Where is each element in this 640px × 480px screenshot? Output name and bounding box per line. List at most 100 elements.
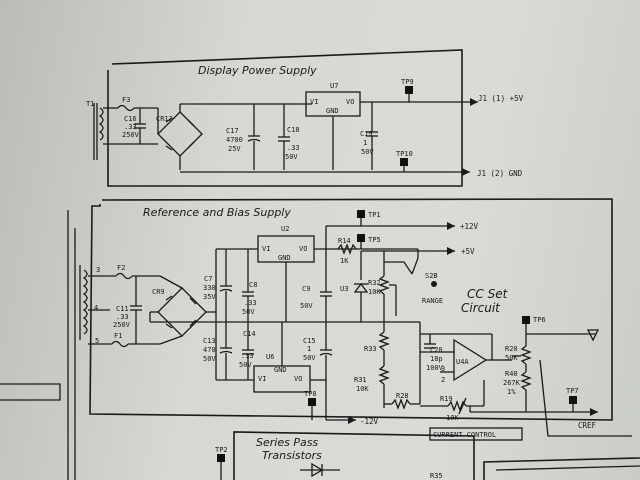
svg-text:470: 470 xyxy=(203,346,216,354)
svg-text:1K: 1K xyxy=(340,257,349,265)
c11-label: C11 xyxy=(116,305,129,313)
c18-label: C18 xyxy=(287,126,300,134)
svg-text:GND: GND xyxy=(274,366,287,374)
svg-text:VI: VI xyxy=(310,98,318,106)
ref-bias-title: Reference and Bias Supply xyxy=(143,206,291,219)
svg-text:1%: 1% xyxy=(507,388,516,396)
test-point-tp9 xyxy=(405,86,413,94)
display-supply-title: Display Power Supply xyxy=(198,64,317,77)
right-lower-border xyxy=(483,457,640,480)
svg-text:100V: 100V xyxy=(426,364,444,372)
c16-label: C16 xyxy=(124,115,137,123)
svg-text:50V: 50V xyxy=(361,148,374,156)
svg-text:TP6: TP6 xyxy=(533,316,546,324)
svg-text:.33: .33 xyxy=(241,352,254,360)
svg-text:5: 5 xyxy=(95,337,99,345)
svg-text:R19: R19 xyxy=(440,395,453,403)
svg-text:50V: 50V xyxy=(303,354,316,362)
j1-pin2-label: J1 (2) GND xyxy=(477,169,523,178)
svg-text:VO: VO xyxy=(294,375,302,383)
diode-series-pass xyxy=(311,462,324,478)
fuse-f1 xyxy=(111,340,129,348)
svg-text:C8: C8 xyxy=(249,281,257,289)
svg-text:10K: 10K xyxy=(368,288,381,296)
fuse-f2 xyxy=(115,272,133,280)
potentiometer-r19 xyxy=(447,400,467,412)
svg-text:GND: GND xyxy=(326,107,339,115)
cc-set-title: CC Set xyxy=(467,287,509,301)
svg-text:VO: VO xyxy=(299,245,307,253)
svg-text:250V: 250V xyxy=(122,131,140,139)
svg-text:C15: C15 xyxy=(303,337,316,345)
svg-text:U3: U3 xyxy=(340,285,348,293)
bridge-rectifier-cr9 xyxy=(157,287,207,337)
ground-symbol-right xyxy=(586,329,600,342)
series-pass-block: Series Pass Transistors TP2 R35 xyxy=(215,431,640,480)
svg-text:C14: C14 xyxy=(243,330,256,338)
svg-text:TP5: TP5 xyxy=(368,236,381,244)
series-pass-title-line1: Series Pass xyxy=(256,436,318,449)
svg-text:U2: U2 xyxy=(281,225,289,233)
resistor-r14 xyxy=(337,243,357,255)
svg-text:R32: R32 xyxy=(368,279,381,287)
svg-text:VO: VO xyxy=(346,98,354,106)
c17-label: C17 xyxy=(226,127,239,135)
svg-text:TP8: TP8 xyxy=(304,390,317,398)
j1-pin1-label: J1 (1) +5V xyxy=(478,94,524,103)
svg-text:1: 1 xyxy=(307,345,311,353)
left-edge-block xyxy=(0,383,61,401)
svg-text:VI: VI xyxy=(262,245,270,253)
f3-label: F3 xyxy=(122,96,130,104)
svg-text:50K: 50K xyxy=(505,354,518,362)
svg-text:CR9: CR9 xyxy=(152,288,165,296)
svg-text:F1: F1 xyxy=(114,332,122,340)
svg-text:VI: VI xyxy=(258,375,266,383)
svg-text:330: 330 xyxy=(203,284,216,292)
svg-text:R20: R20 xyxy=(505,345,518,353)
reference-bias-block: Reference and Bias Supply 3 4 5 F2 F1 C1… xyxy=(79,198,632,441)
svg-text:50V: 50V xyxy=(242,308,255,316)
svg-text:TP1: TP1 xyxy=(368,211,381,219)
test-point-tp5 xyxy=(357,234,365,242)
current-control-label: CURRENT CONTROL xyxy=(433,431,496,439)
svg-text:35V: 35V xyxy=(203,293,216,301)
svg-text:4700: 4700 xyxy=(226,136,243,144)
svg-text:C20: C20 xyxy=(430,346,443,354)
svg-text:R28: R28 xyxy=(396,392,409,400)
series-pass-border xyxy=(233,431,475,480)
svg-text:.33: .33 xyxy=(124,123,137,131)
svg-text:3: 3 xyxy=(441,365,445,373)
potentiometer-r32 xyxy=(378,275,390,295)
svg-text:+12V: +12V xyxy=(460,222,479,231)
svg-text:R35: R35 xyxy=(430,472,443,480)
svg-text:50V: 50V xyxy=(285,153,298,161)
svg-text:267K: 267K xyxy=(503,379,521,387)
svg-text:GND: GND xyxy=(278,254,291,262)
svg-text:+5V: +5V xyxy=(461,247,475,256)
resistor-r31 xyxy=(378,365,390,385)
svg-text:F2: F2 xyxy=(117,264,125,272)
display-supply-border xyxy=(107,49,463,187)
t1-secondary xyxy=(98,107,104,141)
svg-text:C13: C13 xyxy=(203,337,216,345)
svg-text:250V: 250V xyxy=(113,321,131,329)
svg-text:25V: 25V xyxy=(228,145,241,153)
svg-text:TP10: TP10 xyxy=(396,150,413,158)
svg-text:R33: R33 xyxy=(364,345,377,353)
range-switch-s2b xyxy=(431,281,437,287)
svg-text:RANGE: RANGE xyxy=(422,297,443,305)
svg-text:10K: 10K xyxy=(446,414,459,422)
svg-text:1: 1 xyxy=(363,139,367,147)
svg-text:U6: U6 xyxy=(266,353,274,361)
svg-text:50V: 50V xyxy=(300,302,313,310)
svg-text:S2B: S2B xyxy=(425,272,438,280)
svg-text:Circuit: Circuit xyxy=(461,301,501,315)
svg-text:TP7: TP7 xyxy=(566,387,579,395)
svg-text:50V: 50V xyxy=(203,355,216,363)
series-pass-title-line2: Transistors xyxy=(262,449,322,462)
svg-text:TP2: TP2 xyxy=(215,446,228,454)
potentiometer-r20 xyxy=(520,345,532,365)
test-point-tp2 xyxy=(217,454,225,462)
svg-text:R14: R14 xyxy=(338,237,351,245)
